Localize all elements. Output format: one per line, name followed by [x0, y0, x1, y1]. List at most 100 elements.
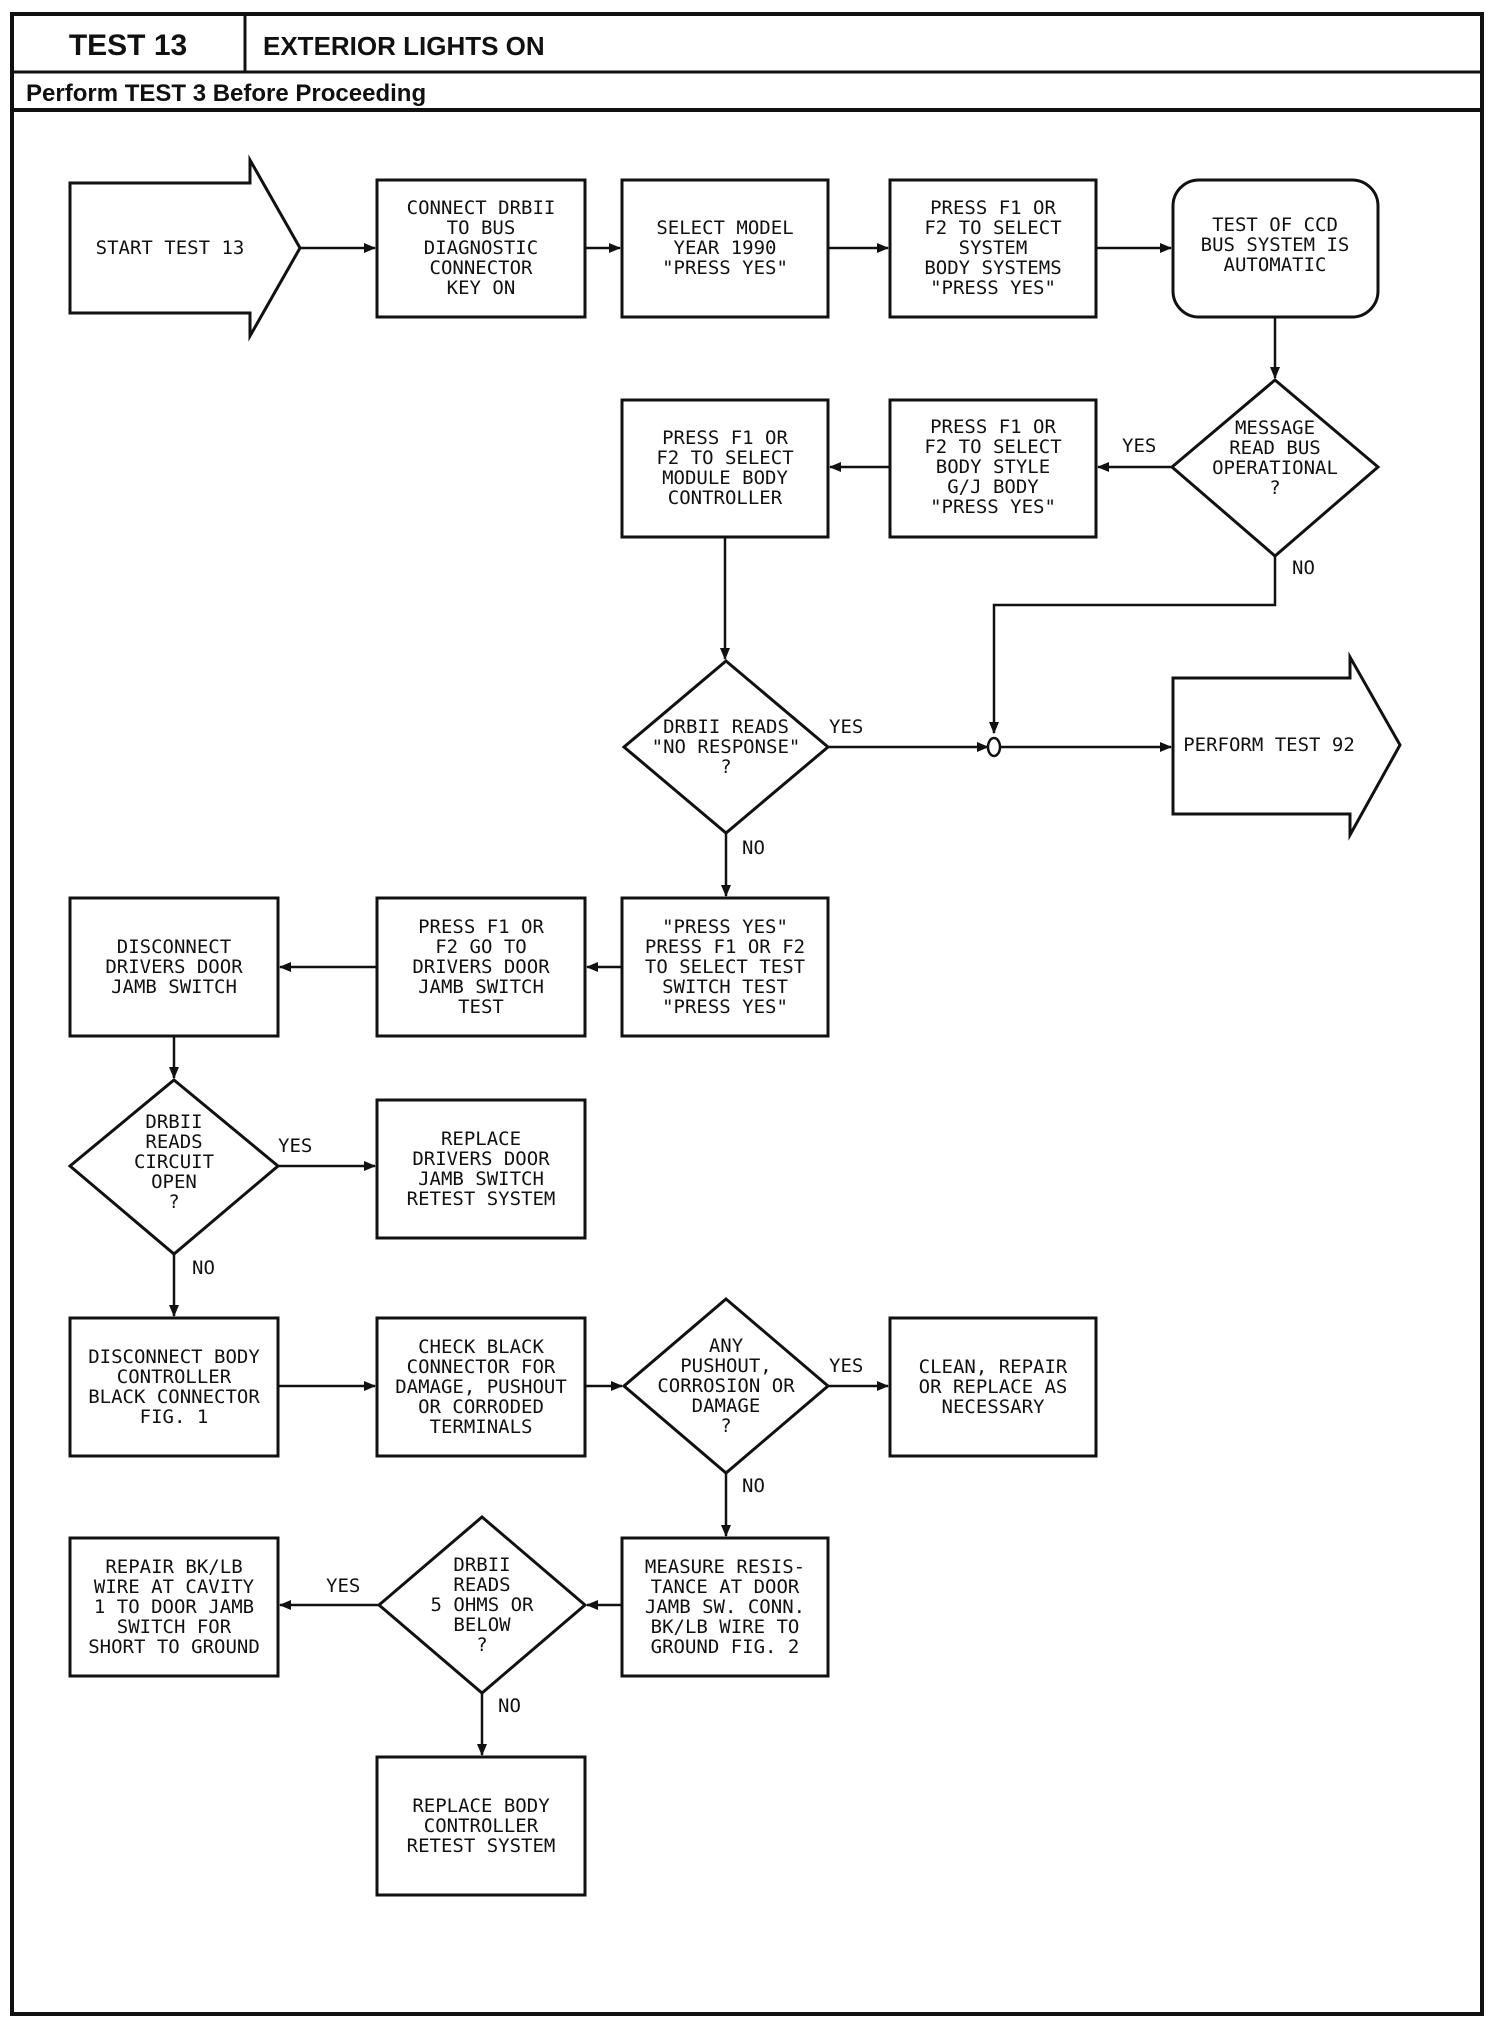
node-text-line: READS	[145, 1131, 202, 1153]
node-text-line: JAMB SWITCH	[418, 1168, 544, 1190]
test-title: EXTERIOR LIGHTS ON	[263, 31, 545, 61]
node-text-line: MEASURE RESIS-	[645, 1556, 805, 1578]
node-text-line: PRESS F1 OR F2	[645, 936, 805, 958]
node-text-line: CONTROLLER	[668, 487, 783, 509]
page-frame	[10, 12, 1484, 2016]
node-text-line: BODY SYSTEMS	[924, 257, 1061, 279]
node-text-line: "PRESS YES"	[930, 277, 1056, 299]
node-text-line: TERMINALS	[430, 1416, 533, 1438]
node-text-line: DRIVERS DOOR	[412, 956, 550, 978]
go-to-door-jamb-test-box	[375, 896, 587, 1038]
node-text-line: ?	[476, 1634, 487, 1656]
clean-repair-box	[888, 1316, 1098, 1458]
perform-test-92-node: PERFORM TEST 92	[1183, 734, 1355, 756]
check-black-connector-box	[375, 1316, 587, 1458]
start-node: START TEST 13	[96, 237, 245, 259]
node-text-line: SWITCH TEST	[662, 976, 788, 998]
node-text-line: DRIVERS DOOR	[105, 956, 243, 978]
node-text-line: 5 OHMS OR	[431, 1594, 535, 1616]
node-text-line: AUTOMATIC	[1224, 254, 1327, 276]
node-text-line: CORROSION OR	[657, 1375, 795, 1397]
node-text-line: READS	[453, 1574, 510, 1596]
node-text-line: PRESS F1 OR	[930, 416, 1056, 438]
node-text-line: BUS SYSTEM IS	[1201, 234, 1350, 256]
node-text-line: TEST OF CCD	[1212, 214, 1338, 236]
node-text-line: F2 TO SELECT	[924, 217, 1061, 239]
repair-wire-box	[68, 1536, 280, 1678]
node-text-line: DAMAGE	[692, 1395, 761, 1417]
node-text-line: "NO RESPONSE"	[652, 736, 801, 758]
node-text-line: F2 TO SELECT	[656, 447, 793, 469]
node-text-line: MESSAGE	[1235, 417, 1315, 439]
junction-loop	[986, 736, 1002, 758]
node-text-line: PERFORM TEST 92	[1183, 734, 1355, 756]
yes-label: YES	[278, 1135, 312, 1157]
node-text-line: OPERATIONAL	[1212, 457, 1338, 479]
replace-body-controller-box	[375, 1755, 587, 1897]
measure-resistance-box	[620, 1536, 830, 1678]
disconnect-door-jamb-box	[68, 896, 280, 1038]
node-text-line: ?	[1269, 477, 1280, 499]
node-text-line: BLACK CONNECTOR	[88, 1386, 260, 1408]
select-system-box	[888, 178, 1098, 319]
node-text-line: READ BUS	[1229, 437, 1321, 459]
node-text-line: CONNECT DRBII	[407, 197, 556, 219]
node-text-line: MODULE BODY	[662, 467, 788, 489]
yes-label: YES	[829, 716, 863, 738]
node-text-line: BK/LB WIRE TO	[651, 1616, 800, 1638]
node-text-line: CIRCUIT	[134, 1151, 214, 1173]
node-text-line: JAMB SWITCH	[418, 976, 544, 998]
node-text-line: ?	[168, 1191, 179, 1213]
connector-message-no	[989, 556, 1277, 734]
node-text-line: SYSTEM	[959, 237, 1028, 259]
node-text-line: NECESSARY	[942, 1396, 1046, 1418]
node-text-line: RETEST SYSTEM	[407, 1188, 556, 1210]
test-number: TEST 13	[69, 29, 187, 62]
node-text-line: ?	[720, 756, 731, 778]
node-text-line: DISCONNECT BODY	[88, 1346, 260, 1368]
perform-test-92-shape	[1171, 651, 1402, 841]
node-text-line: ANY	[709, 1335, 744, 1357]
node-text-line: TO SELECT TEST	[645, 956, 805, 978]
node-text-line: "PRESS YES"	[662, 916, 788, 938]
node-text-line: DAMAGE, PUSHOUT	[395, 1376, 567, 1398]
node-text-line: CHECK BLACK	[418, 1336, 544, 1358]
node-text-line: BELOW	[453, 1614, 511, 1636]
no-label: NO	[1292, 557, 1315, 579]
node-text-line: "PRESS YES"	[662, 257, 788, 279]
node-text-line: RETEST SYSTEM	[407, 1835, 556, 1857]
node-text-line: CLEAN, REPAIR	[919, 1356, 1068, 1378]
node-text-line: F2 GO TO	[435, 936, 527, 958]
node-text-line: TEST	[458, 996, 504, 1018]
node-text-line: PRESS F1 OR	[662, 427, 788, 449]
node-text-line: DISCONNECT	[117, 936, 231, 958]
select-module-box	[620, 398, 830, 539]
start-arrow-shape	[68, 154, 302, 342]
node-text-line: YEAR 1990	[674, 237, 777, 259]
node-text-line: DRBII	[145, 1111, 202, 1133]
node-text-line: OPEN	[151, 1171, 197, 1193]
node-text-line: PUSHOUT,	[680, 1355, 772, 1377]
node-text-line: FIG. 1	[140, 1406, 209, 1428]
yes-label: YES	[829, 1355, 863, 1377]
node-text-line: JAMB SW. CONN.	[645, 1596, 805, 1618]
node-text-line: OR CORRODED	[418, 1396, 544, 1418]
node-text-line: REPAIR BK/LB	[105, 1556, 242, 1578]
node-text-line: CONNECTOR FOR	[407, 1356, 556, 1378]
node-text-line: KEY ON	[447, 277, 516, 299]
node-text-line: PRESS F1 OR	[930, 197, 1056, 219]
select-switch-test-box	[620, 896, 830, 1038]
node-text-line: REPLACE BODY	[412, 1795, 550, 1817]
